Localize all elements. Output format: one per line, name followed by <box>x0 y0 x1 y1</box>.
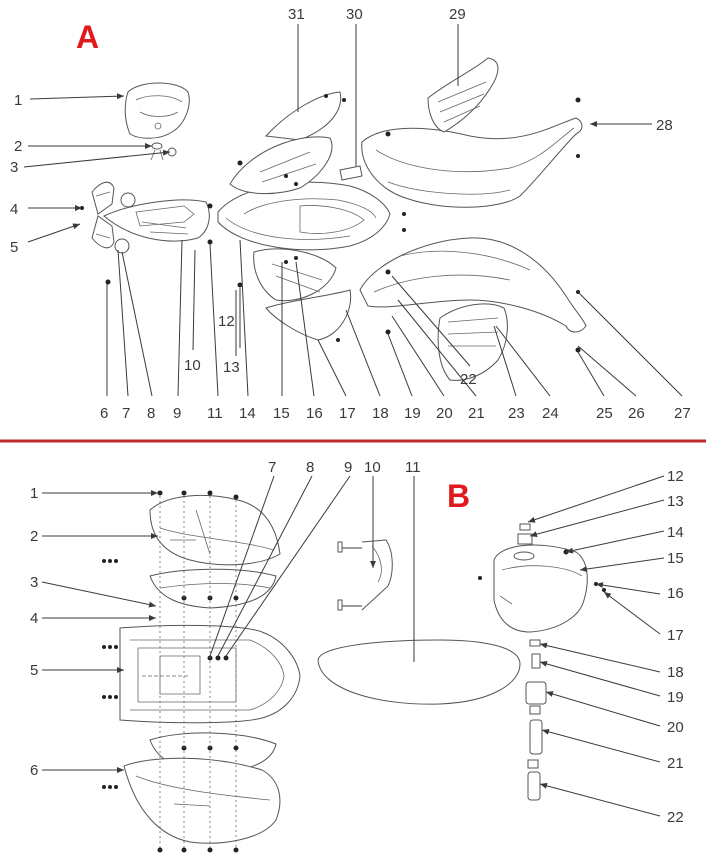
callout-b-3: 3 <box>30 574 38 591</box>
callout-a-5: 5 <box>10 239 18 256</box>
callout-a-30: 30 <box>346 6 363 23</box>
callout-a-26: 26 <box>628 405 645 422</box>
callout-a-23: 23 <box>508 405 525 422</box>
callout-a-8: 8 <box>147 405 155 422</box>
front-fender-part <box>217 181 391 251</box>
lower-hand-guard-part <box>359 237 587 333</box>
callout-a-10: 10 <box>184 357 201 374</box>
callout-a-19: 19 <box>404 405 421 422</box>
callout-b-5: 5 <box>30 662 38 679</box>
callout-leaders-b <box>41 475 665 817</box>
callout-b-10: 10 <box>364 459 381 476</box>
callout-b-2: 2 <box>30 528 38 545</box>
callout-b-18: 18 <box>667 664 684 681</box>
callout-a-3: 3 <box>10 159 18 176</box>
callout-b-13: 13 <box>667 493 684 510</box>
callout-b-6: 6 <box>30 762 38 779</box>
callout-a-11: 11 <box>207 405 223 422</box>
callout-a-16: 16 <box>306 405 323 422</box>
lower-side-cover-part <box>123 732 281 844</box>
callout-a-18: 18 <box>372 405 389 422</box>
callout-a-29: 29 <box>449 6 466 23</box>
front-nose-cowl-part <box>103 199 210 242</box>
turn-signal-bracket-part <box>91 181 115 249</box>
callout-b-17: 17 <box>667 627 684 644</box>
callout-a-13: 13 <box>223 359 240 376</box>
callout-b-8: 8 <box>306 459 314 476</box>
callout-leaders-a <box>23 24 683 397</box>
lower-skid-plate-part <box>437 303 508 381</box>
callout-b-14: 14 <box>667 524 684 541</box>
callout-a-15: 15 <box>273 405 290 422</box>
callout-b-1: 1 <box>30 485 38 502</box>
lower-side-panel-part <box>253 248 352 341</box>
callout-a-27: 27 <box>674 405 691 422</box>
callout-a-7: 7 <box>122 405 130 422</box>
upper-side-cover-part <box>149 494 281 609</box>
seat-part <box>317 639 521 705</box>
callout-a-4: 4 <box>10 201 18 218</box>
callout-b-19: 19 <box>667 689 684 706</box>
callout-a-28: 28 <box>656 117 673 134</box>
callout-b-20: 20 <box>667 719 684 736</box>
fuel-filter-parts <box>525 639 547 801</box>
callout-b-22: 22 <box>667 809 684 826</box>
callout-a-22: 22 <box>460 371 477 388</box>
callout-b-12: 12 <box>667 468 684 485</box>
headlight-housing-part <box>124 82 190 139</box>
callout-a-9: 9 <box>173 405 181 422</box>
upper-side-panel-part <box>229 91 342 195</box>
callout-numbers-a: 1 2 3 4 5 6 7 8 9 10 11 12 13 14 15 16 1… <box>10 6 691 422</box>
callout-numbers-b: 1 2 3 4 5 6 7 8 9 10 11 12 13 14 15 16 1… <box>30 459 684 826</box>
callout-a-14: 14 <box>239 405 256 422</box>
callout-b-9: 9 <box>344 459 352 476</box>
callout-b-7: 7 <box>268 459 276 476</box>
callout-b-15: 15 <box>667 550 684 567</box>
callout-a-21: 21 <box>468 405 485 422</box>
callout-b-21: 21 <box>667 755 684 772</box>
rear-fender-part <box>119 624 301 724</box>
section-b: B <box>30 459 684 853</box>
callout-b-4: 4 <box>30 610 38 627</box>
callout-a-24: 24 <box>542 405 559 422</box>
callout-a-25: 25 <box>596 405 613 422</box>
callout-a-20: 20 <box>436 405 453 422</box>
fastener-bolts-b <box>102 490 606 853</box>
callout-a-6: 6 <box>100 405 108 422</box>
callout-a-1: 1 <box>14 92 22 109</box>
callout-b-16: 16 <box>667 585 684 602</box>
dotted-assembly-lines-b <box>159 496 237 848</box>
callout-a-12: 12 <box>218 313 235 330</box>
fuel-tank-part <box>493 523 588 633</box>
section-b-letter: B <box>447 478 470 514</box>
section-a-letter: A <box>76 19 99 55</box>
grab-bar-part <box>337 539 393 611</box>
callout-a-2: 2 <box>14 138 22 155</box>
upper-skid-plate-part <box>427 57 499 133</box>
callout-b-11: 11 <box>405 459 421 476</box>
upper-hand-guard-part <box>361 117 583 208</box>
section-a: A <box>10 6 691 422</box>
callout-a-17: 17 <box>339 405 356 422</box>
callout-a-31: 31 <box>288 6 305 23</box>
